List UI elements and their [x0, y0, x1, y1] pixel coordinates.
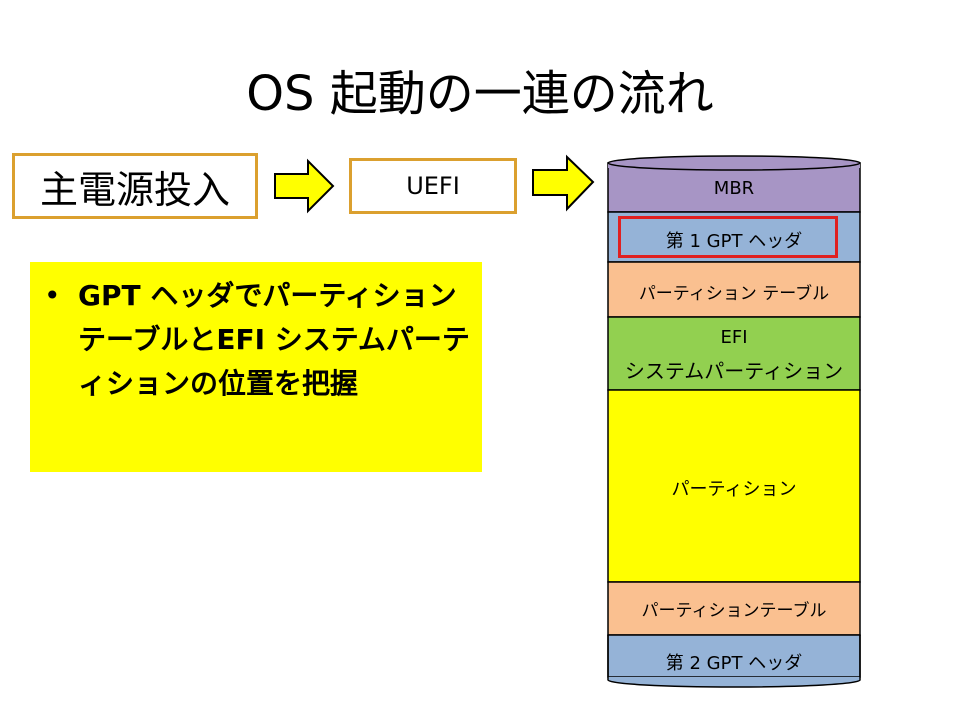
partition-segment: [607, 389, 861, 583]
partition-label: パーティション: [671, 479, 797, 500]
table2-segment: [607, 581, 861, 636]
power-on-box: 主電源投入: [12, 153, 258, 219]
mbr-segment: [607, 162, 861, 213]
table1-segment: [607, 261, 861, 318]
efi-segment: [607, 316, 861, 391]
gpt1-highlight-frame: [618, 216, 838, 258]
note-callout: • GPT ヘッダでパーティションテーブルとEFI システムパーティションの位置…: [30, 262, 482, 472]
right-arrow-icon: [532, 154, 595, 212]
mbr-label: MBR: [713, 178, 755, 199]
disk-bottom-curve: [608, 677, 860, 687]
disk-top-ellipse: [607, 155, 861, 171]
efi-label-line1: EFI: [720, 327, 748, 348]
table1-label: パーティション テーブル: [638, 284, 830, 304]
gpt1-segment: [607, 211, 861, 263]
slide-title: OS 起動の一連の流れ: [246, 66, 714, 122]
uefi-label: UEFI: [406, 172, 460, 200]
note-text: GPT ヘッダでパーティションテーブルとEFI システムパーティションの位置を把…: [78, 279, 470, 400]
gpt1-label: 第 1 GPT ヘッダ: [665, 231, 803, 252]
table2-label: パーティションテーブル: [641, 601, 827, 621]
gpt2-label: 第 2 GPT ヘッダ: [665, 653, 803, 674]
right-arrow-icon: [274, 158, 335, 214]
uefi-box: UEFI: [349, 158, 517, 214]
bullet-marker: •: [44, 279, 61, 312]
efi-label-line2: システムパーティション: [624, 359, 844, 383]
power-on-label: 主電源投入: [39, 167, 230, 212]
